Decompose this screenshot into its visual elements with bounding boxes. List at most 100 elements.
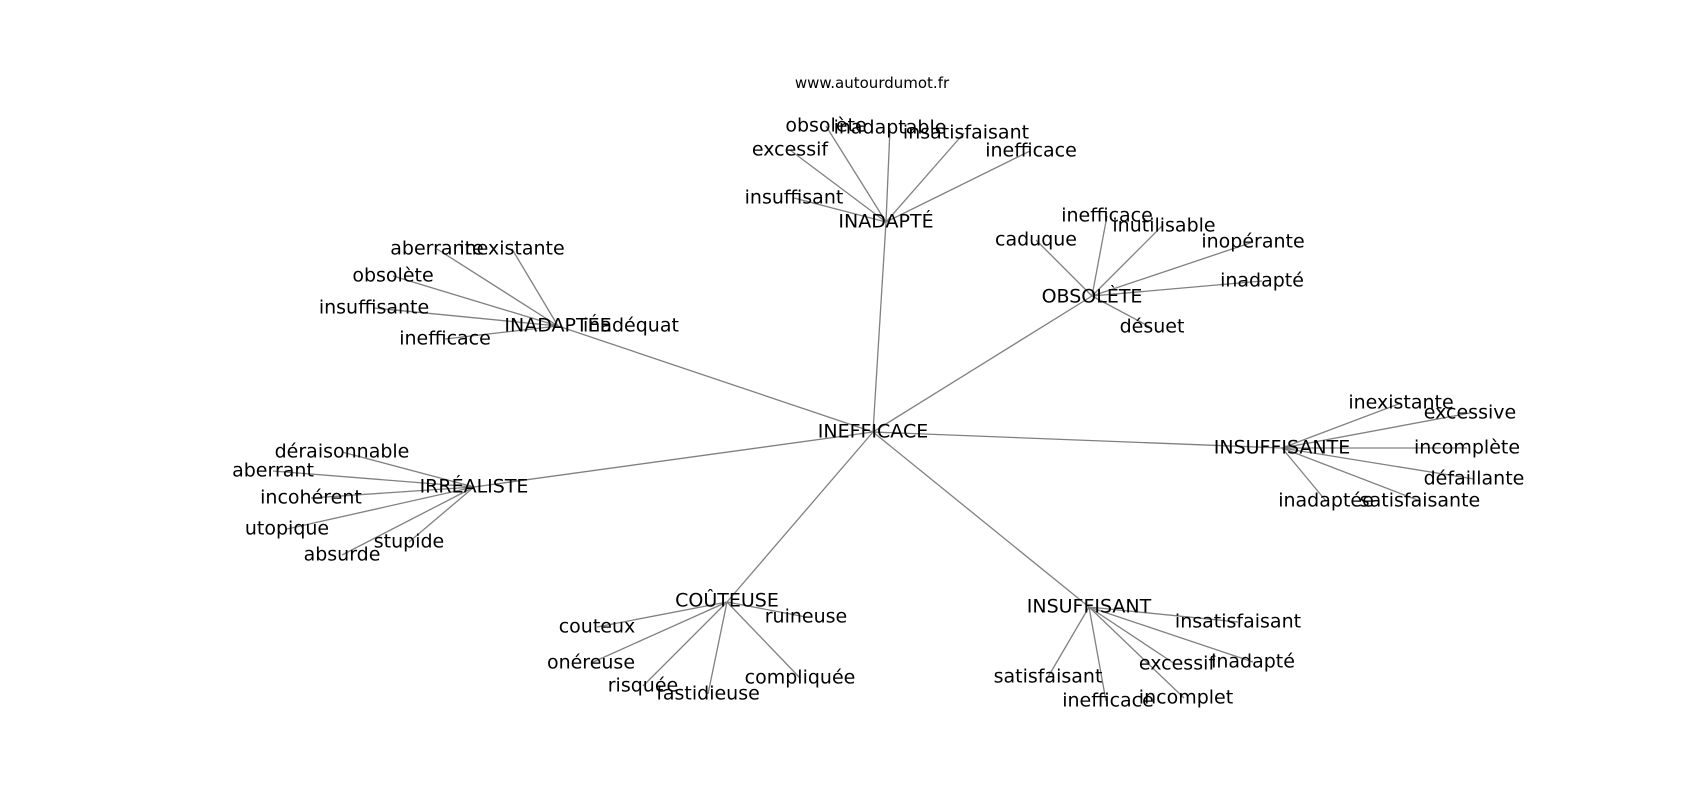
leaf-node-label: incomplète	[1414, 437, 1520, 459]
center-node-label: INEFFICACE	[818, 421, 928, 443]
edge-insuffisante-5	[1281, 447, 1421, 502]
hub-node-label: INSUFFISANTE	[1214, 437, 1350, 459]
edge-inadaptee_f-0	[436, 248, 559, 327]
leaf-node-label: absurde	[304, 544, 381, 566]
leaf-node-label: inadaptée	[1278, 490, 1374, 512]
edge-insuffisante-4	[1281, 447, 1327, 502]
edge-inadaptee_f-4	[444, 325, 559, 340]
edge-irrealiste-1	[272, 470, 475, 488]
leaf-node-label: inefficace	[1061, 205, 1153, 227]
leaf-node-label: déraisonnable	[275, 441, 410, 463]
leaf-node-label: satisfaisant	[994, 666, 1103, 688]
leaf-node-label: inefficace	[399, 328, 491, 350]
leaf-node-label: inefficace	[1062, 690, 1154, 712]
leaf-node-label: incomplet	[1139, 687, 1233, 709]
hub-node-label: COÛTEUSE	[675, 588, 779, 612]
edge-inadaptee_f-3	[373, 307, 559, 327]
edge-insuffisant-1	[1047, 606, 1090, 678]
edge-inadaptee_f-2	[392, 275, 559, 327]
leaf-node-label: inutilisable	[1112, 215, 1215, 237]
edge-center-insuffisant	[872, 431, 1090, 608]
leaf-node-label: couteux	[559, 616, 636, 638]
leaf-node-label: inexistante	[1348, 392, 1453, 414]
leaf-node-label: aberrante	[390, 238, 484, 260]
edge-inadapte_m-0	[825, 125, 887, 223]
leaf-node-label: insuffisant	[745, 187, 844, 209]
edge-insuffisant-2	[1088, 606, 1176, 665]
leaf-node-label: fastidieuse	[656, 683, 760, 705]
edge-irrealiste-3	[286, 486, 475, 530]
edge-center-couteuse	[726, 431, 874, 603]
edge-inadapte_m-5	[793, 197, 887, 223]
edge-obsolete-5	[1091, 295, 1151, 328]
edge-insuffisant-5	[1088, 606, 1185, 699]
edge-couteuse-3	[642, 601, 728, 687]
leaf-node-label: obsolète	[352, 265, 433, 287]
leaf-node-label: insuffisante	[319, 297, 429, 319]
leaf-node-label: excessif	[752, 139, 829, 161]
hub-node-label: INSUFFISANT	[1027, 596, 1152, 618]
leaf-node-label: satisfaisante	[1360, 490, 1481, 512]
edge-irrealiste-2	[310, 486, 475, 499]
leaf-node-label: stupide	[374, 531, 444, 553]
hub-node-label: INADAPTÉ	[838, 210, 933, 233]
edge-inadaptee_f-1	[511, 248, 559, 327]
leaf-node-label: obsolète	[785, 115, 866, 137]
edge-inadapte_m-2	[885, 132, 965, 223]
leaf-node-label: incohérent	[260, 487, 362, 509]
edge-center-inadapte_m	[872, 221, 887, 433]
leaf-node-label: onéreuse	[547, 652, 635, 674]
leaf-node-label: excessive	[1424, 402, 1516, 424]
edge-irrealiste-5	[341, 486, 475, 556]
edge-insuffisante-3	[1281, 447, 1475, 480]
hub-node-label: OBSOLÈTE	[1042, 285, 1143, 308]
hub-node-label: inadéquat	[583, 315, 679, 337]
leaf-node-label: inadapté	[1211, 651, 1295, 673]
edge-insuffisant-0	[1088, 606, 1239, 623]
leaf-node-label: compliquée	[745, 667, 856, 689]
edge-inadapte_m-1	[885, 127, 891, 223]
edge-insuffisant-4	[1088, 606, 1107, 702]
edge-inadapte_m-4	[789, 149, 887, 223]
leaf-node-label: inadaptable	[834, 117, 947, 139]
leaf-node-label: inopérante	[1201, 231, 1304, 253]
edge-center-obsolete	[872, 295, 1093, 433]
leaf-node-label: inefficace	[985, 140, 1077, 162]
edge-couteuse-4	[707, 601, 728, 695]
edge-inadapte_m-3	[885, 150, 1031, 223]
edge-couteuse-2	[590, 601, 728, 664]
edge-obsolete-0	[1091, 215, 1108, 297]
leaf-node-label: insatisfaisant	[1175, 611, 1301, 633]
leaf-node-label: inadapté	[1220, 270, 1304, 292]
source-label: www.autourdumot.fr	[795, 74, 950, 92]
hub-node-label: IRRÉALISTE	[420, 475, 529, 498]
edge-center-irrealiste	[473, 431, 874, 488]
edge-insuffisant-3	[1088, 606, 1254, 663]
hub-node-label: INADAPTÉE	[504, 314, 611, 337]
edge-irrealiste-4	[408, 486, 475, 543]
leaf-node-label: aberrant	[232, 460, 314, 482]
leaf-node-label: ruineuse	[765, 606, 848, 628]
edge-insuffisante-0	[1281, 402, 1402, 449]
leaf-node-label: caduque	[995, 229, 1077, 251]
edge-center-inadaptee_f	[557, 325, 874, 433]
edge-couteuse-0	[596, 601, 728, 628]
edge-couteuse-5	[726, 601, 801, 679]
edge-obsolete-2	[1035, 239, 1093, 297]
edge-obsolete-1	[1091, 225, 1163, 297]
edge-center-insuffisante	[872, 431, 1283, 449]
edge-obsolete-3	[1091, 241, 1254, 297]
leaf-node-label: utopique	[245, 518, 329, 540]
edge-obsolete-4	[1091, 280, 1263, 297]
leaf-node-label: insatisfaisant	[903, 122, 1029, 144]
leaf-node-label: excessif	[1139, 653, 1216, 675]
edge-irrealiste-0	[341, 451, 475, 488]
leaf-node-label: risquée	[608, 675, 678, 697]
leaf-node-label: inexistante	[459, 238, 564, 260]
edge-couteuse-1	[726, 601, 807, 618]
leaf-node-label: désuet	[1120, 316, 1185, 338]
edge-insuffisante-1	[1281, 412, 1471, 449]
leaf-node-label: défaillante	[1424, 468, 1525, 490]
